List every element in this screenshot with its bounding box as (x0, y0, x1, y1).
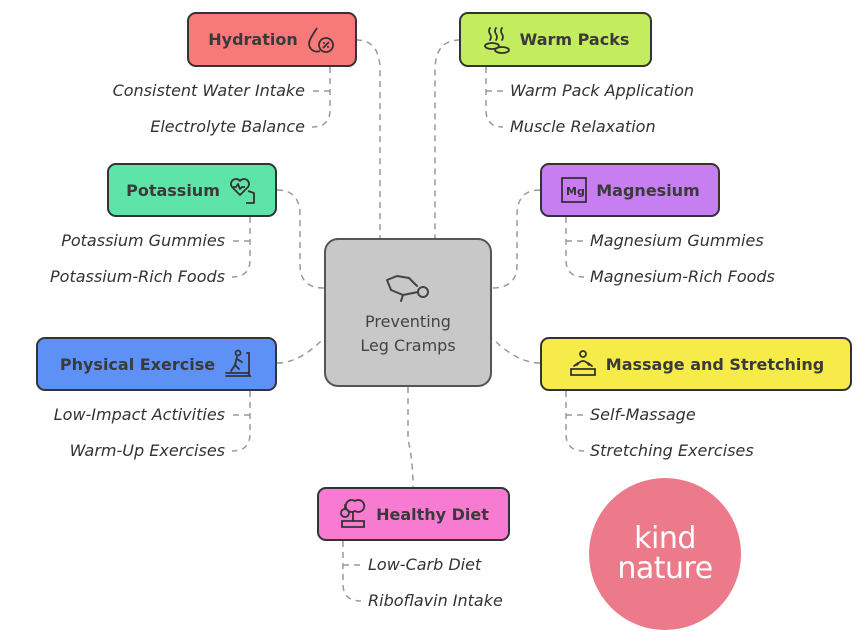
topic-label: Healthy Diet (376, 504, 489, 524)
logo-line2: nature (617, 551, 713, 586)
leaf-riboflavin-intake: Riboflavin Intake (368, 591, 503, 610)
topic-healthy-diet: Healthy Diet (317, 487, 510, 541)
magnesium-element-icon: Mg (561, 177, 588, 203)
center-label: Preventing Leg Cramps (360, 311, 456, 355)
topic-potassium: Potassium (107, 163, 277, 217)
leaf-self-massage: Self-Massage (590, 405, 696, 424)
leaf-warm-pack-application: Warm Pack Application (510, 81, 694, 100)
water-drop-percent-icon (307, 27, 334, 53)
treadmill-icon (225, 349, 252, 377)
leaf-stretching-exercises: Stretching Exercises (590, 441, 754, 460)
kind-nature-logo: kind nature (589, 478, 741, 630)
svg-text:Mg: Mg (566, 185, 585, 198)
topic-warm-packs: Warm Packs (459, 12, 652, 67)
topic-massage-and-stretching: Massage and Stretching (540, 337, 852, 391)
leaf-low-impact-activities: Low-Impact Activities (53, 405, 225, 424)
massage-icon (569, 350, 596, 376)
leaf-potassium-gummies: Potassium Gummies (61, 231, 225, 250)
topic-label: Massage and Stretching (605, 354, 825, 374)
leaf-potassium-rich-foods: Potassium-Rich Foods (50, 267, 225, 286)
topic-label: Warm Packs (519, 30, 630, 49)
topic-magnesium: Mg Magnesium (540, 163, 720, 217)
stretching-person-icon (386, 274, 429, 302)
heat-stones-icon (483, 26, 510, 54)
logo-line1: kind (634, 521, 696, 556)
topic-label: Hydration (208, 30, 298, 49)
leaf-consistent-water-intake: Consistent Water Intake (112, 81, 305, 100)
leaf-electrolyte-balance: Electrolyte Balance (150, 117, 305, 136)
heart-arm-icon (229, 178, 255, 204)
topic-label: Physical Exercise (59, 354, 216, 374)
scale-apple-icon (340, 499, 366, 528)
leaf-magnesium-gummies: Magnesium Gummies (590, 231, 764, 250)
topic-hydration: Hydration (187, 12, 357, 67)
topic-label: Potassium (126, 180, 220, 200)
leaf-low-carb-diet: Low-Carb Diet (368, 555, 482, 574)
leaf-warm-up-exercises: Warm-Up Exercises (69, 441, 225, 460)
topic-physical-exercise: Physical Exercise (36, 337, 277, 391)
leaf-muscle-relaxation: Muscle Relaxation (510, 117, 656, 136)
leaf-magnesium-rich-foods: Magnesium-Rich Foods (590, 267, 775, 286)
center-node: Preventing Leg Cramps (324, 238, 492, 387)
topic-label: Magnesium (596, 180, 700, 200)
